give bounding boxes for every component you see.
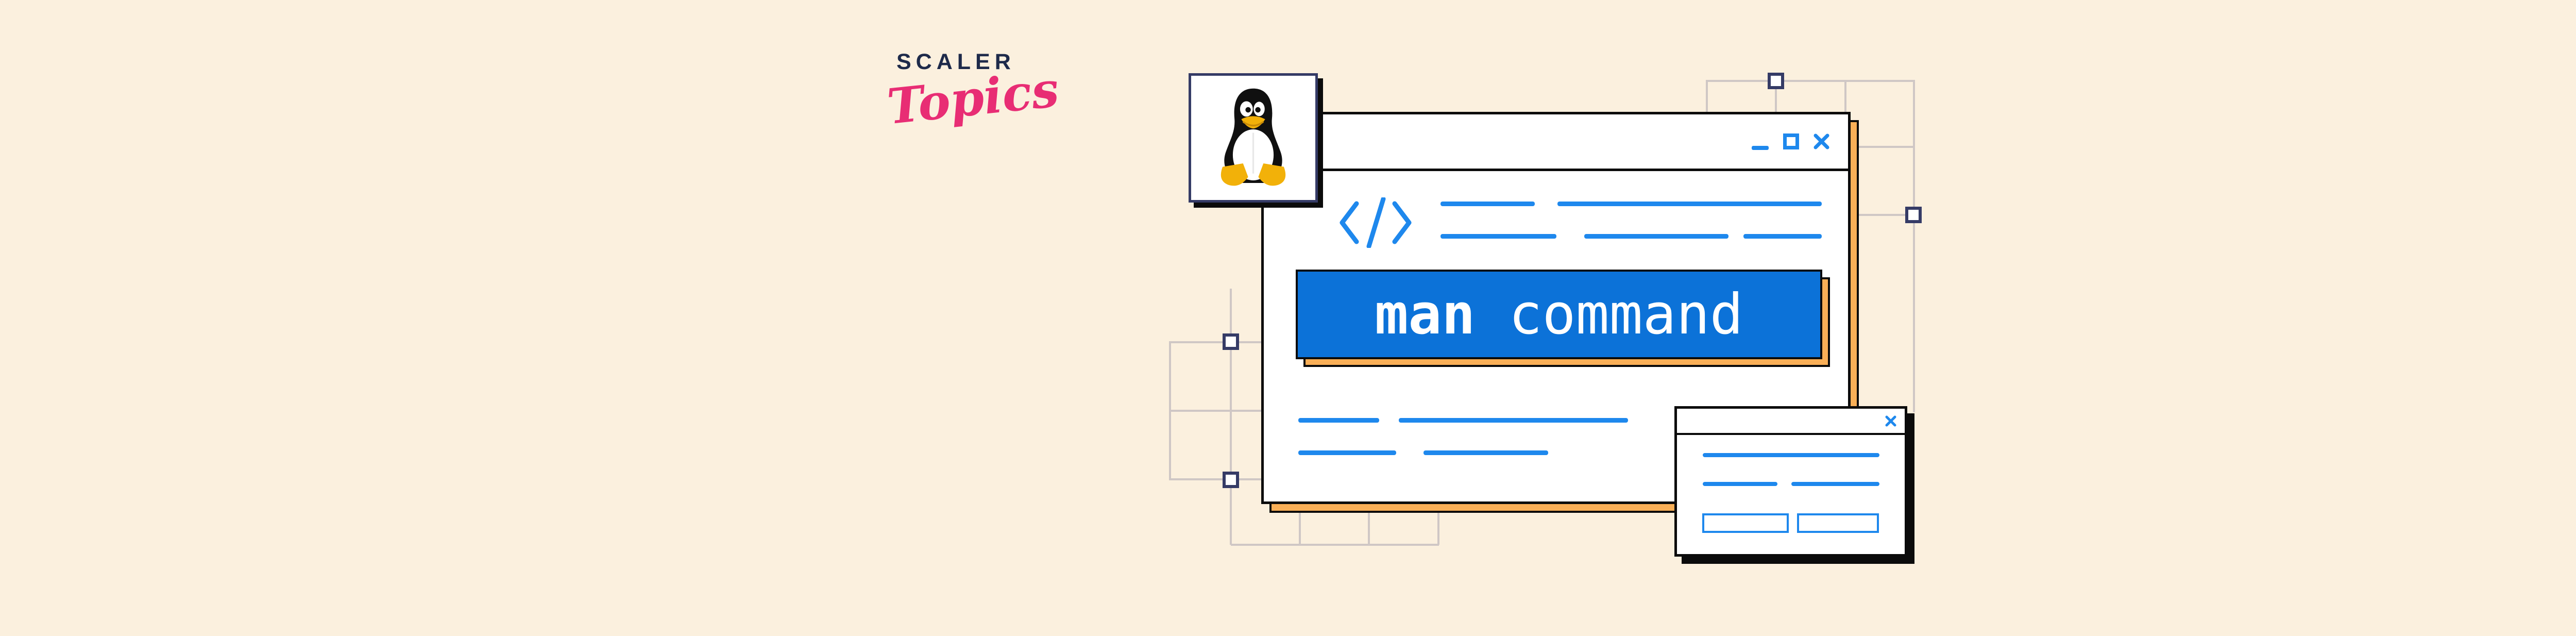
dialog-window [1674,406,1907,557]
tux-icon [1211,85,1296,191]
grid-line [1775,80,1777,112]
text-placeholder-line [1703,453,1879,457]
grid-line [1169,341,1261,343]
minimize-button[interactable] [1752,146,1769,150]
grid-line [1169,410,1261,412]
code-icon [1336,197,1416,248]
selection-handle[interactable] [1223,333,1239,350]
grid-line [1844,80,1846,112]
main-window-titlebar [1264,114,1848,171]
grid-line [1299,513,1301,545]
text-placeholder-line [1557,202,1822,206]
grid-line [1706,80,1708,112]
dialog-titlebar [1677,409,1905,435]
grid-line [1859,146,1914,148]
close-button[interactable] [1814,133,1829,149]
text-placeholder-line [1584,234,1728,239]
grid-line [1913,80,1915,412]
text-placeholder-line [1440,202,1535,206]
command-banner: man command [1296,270,1822,359]
dialog-button[interactable] [1702,513,1789,533]
text-placeholder-line [1298,418,1379,423]
selection-handle[interactable] [1223,472,1239,488]
grid-line [1230,289,1232,545]
selection-handle[interactable] [1768,73,1784,89]
text-placeholder-line [1791,482,1879,486]
dialog-button[interactable] [1797,513,1879,533]
logo-brand-text: SCALER [896,49,1015,74]
selection-handle[interactable] [1905,207,1922,223]
dialog-close-button[interactable] [1885,415,1896,427]
text-placeholder-line [1743,234,1822,239]
text-placeholder-line [1423,450,1548,455]
text-placeholder-line [1399,418,1628,423]
maximize-button[interactable] [1783,133,1799,149]
text-placeholder-line [1440,234,1556,239]
text-placeholder-line [1703,482,1777,486]
text-placeholder-line [1298,450,1396,455]
grid-line [1169,478,1261,480]
grid-line [1231,544,1439,546]
grid-line [1368,513,1370,545]
grid-line [1859,214,1906,216]
close-icon [1885,415,1896,427]
command-keyword: man [1375,282,1476,347]
close-icon [1814,133,1829,149]
grid-line [1707,80,1914,82]
command-argument: command [1475,282,1743,347]
grid-line [1437,513,1439,545]
tux-box [1189,73,1318,203]
